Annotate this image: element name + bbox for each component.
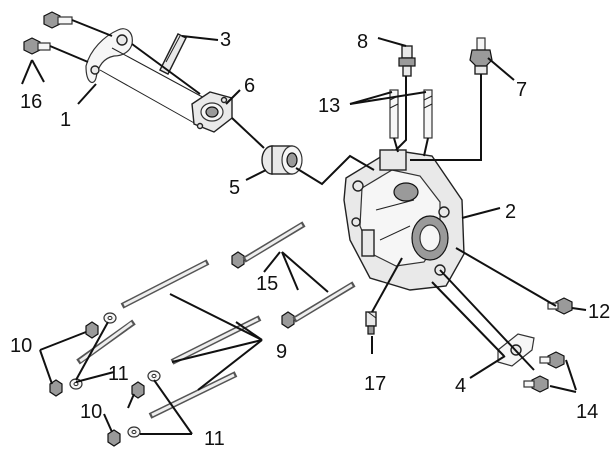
plug-part-7	[469, 37, 493, 75]
callout-9: 9	[276, 341, 287, 363]
callout-10a: 10	[10, 335, 32, 357]
callout-7: 7	[516, 79, 527, 101]
callout-8: 8	[357, 31, 368, 53]
callout-14: 14	[576, 401, 598, 423]
callout-10b: 10	[80, 401, 102, 423]
sensor-part-8	[398, 45, 416, 77]
coupling-part-5	[261, 145, 303, 175]
housing-part-2	[343, 149, 465, 291]
callout-2: 2	[505, 201, 516, 223]
bracket-part-1	[85, 28, 209, 125]
callout-3: 3	[220, 29, 231, 51]
callout-17: 17	[364, 373, 386, 395]
callout-1: 1	[60, 109, 71, 131]
bolts-part-15	[231, 221, 356, 329]
jet-part-17	[365, 311, 377, 335]
bolt-part-16	[23, 11, 73, 55]
bolt-part-12	[547, 297, 573, 315]
leader-lines	[21, 19, 587, 435]
callout-15: 15	[256, 273, 278, 295]
callout-13: 13	[318, 95, 340, 117]
callout-5: 5	[229, 177, 240, 199]
callout-4: 4	[455, 375, 466, 397]
callout-12: 12	[588, 301, 610, 323]
nuts-part-10	[49, 321, 145, 447]
flange-part-6	[191, 91, 233, 133]
callout-11a: 11	[108, 363, 129, 385]
callout-6: 6	[244, 75, 255, 97]
plate-part-3	[159, 33, 187, 75]
callout-labels: 1 2 3 4 5 6 7 8 9 10 10 11 11 12 13 14 1…	[10, 29, 610, 450]
bolts-part-14	[523, 351, 565, 393]
callout-16: 16	[20, 91, 42, 113]
studs-part-9	[76, 259, 262, 419]
callout-11b: 11	[204, 428, 225, 450]
